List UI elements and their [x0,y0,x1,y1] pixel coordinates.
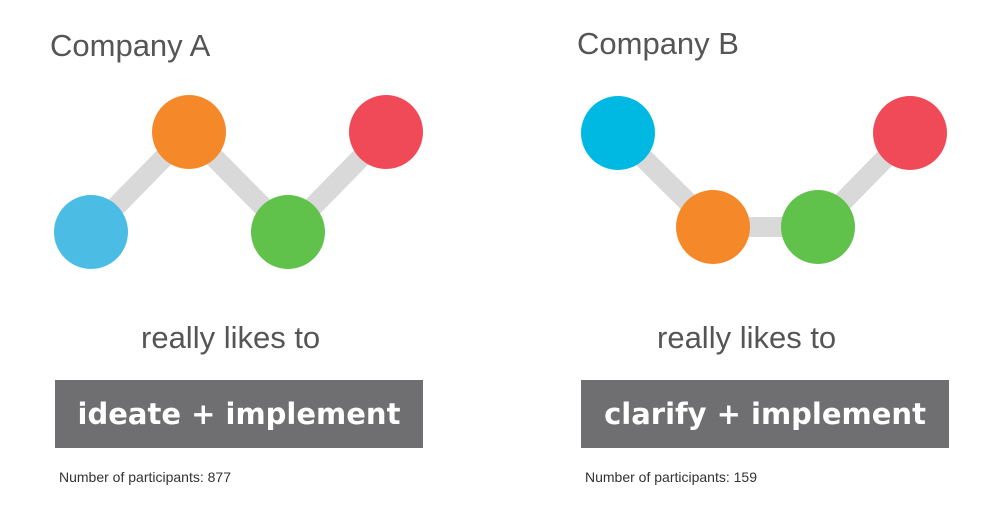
ideate-node [152,95,226,169]
connector-lines [610,125,918,237]
participants-label: Number of participants: [59,469,204,485]
company-b-panel: Company B really likes to clarify + impl… [500,0,1000,511]
company-a-style-label: ideate + implement [77,397,401,431]
develop-node [251,195,325,269]
participants-label: Number of participants: [585,469,730,485]
company-a-panel: Company A really likes to ideate + imple… [50,28,423,485]
develop-node [781,190,855,264]
clarify-node [581,96,655,170]
company-b-style-banner: clarify + implement [581,380,949,448]
company-b-participants: Number of participants: 159 [585,469,757,485]
company-a-style-banner: ideate + implement [55,380,423,448]
company-b-title: Company B [577,26,739,61]
company-b-likes-text: really likes to [657,320,837,355]
connector-lines [83,124,394,240]
company-b-style-label: clarify + implement [604,397,926,431]
company-a-likes-text: really likes to [141,320,321,355]
ideate-node [676,190,750,264]
company-b-path-diagram [581,96,947,264]
participants-count: 877 [207,469,231,485]
company-a-title: Company A [50,28,211,63]
company-a-path-diagram [54,95,423,269]
company-a-participants: Number of participants: 877 [59,469,231,485]
implement-node [873,96,947,170]
implement-node [349,95,423,169]
participants-count: 159 [733,469,757,485]
clarify-node [54,195,128,269]
